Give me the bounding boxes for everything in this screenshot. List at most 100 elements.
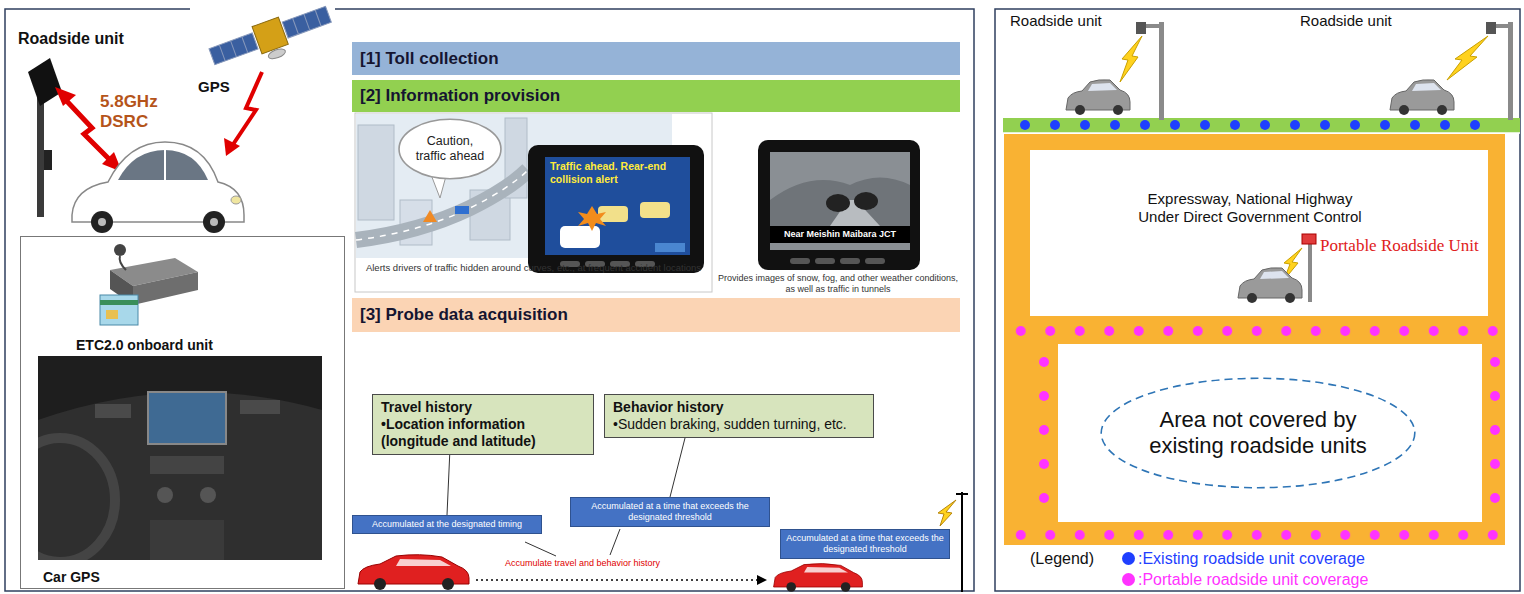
history-box: Travel history•Location information (lon… xyxy=(372,394,594,455)
car-interior-photo xyxy=(38,392,322,560)
alert-tablet xyxy=(655,243,685,252)
road-map xyxy=(1003,118,1520,545)
alert-tablet xyxy=(528,145,704,273)
onboard-device xyxy=(106,310,118,319)
gps-signal xyxy=(224,138,240,156)
dsrc-arrow xyxy=(55,87,76,106)
camera-tablet xyxy=(758,140,920,270)
vehicle-illustration xyxy=(210,218,218,226)
road-map xyxy=(1006,325,1508,337)
vehicle-illustration xyxy=(231,196,241,204)
speech-bubble: Caution, traffic ahead xyxy=(398,118,502,180)
legend-heading: (Legend) xyxy=(1030,549,1094,568)
gps-satellite xyxy=(304,14,310,30)
city-illustration xyxy=(423,210,437,222)
node-text: [1] Toll collection xyxy=(360,49,499,69)
speech-bubble-text-group: Caution, traffic ahead xyxy=(410,134,490,164)
signal-label: 5.8GHz DSRC xyxy=(100,92,175,132)
accumulation-box: Accumulated at a time that exceeds the d… xyxy=(780,529,950,559)
alert-tablet xyxy=(578,206,606,231)
vehicle-illustration xyxy=(98,218,106,226)
road-map xyxy=(1489,345,1501,515)
uncovered-area-text-group: Area not covered by existing roadside un… xyxy=(1123,407,1393,460)
alert-tablet xyxy=(560,226,600,248)
city-illustration xyxy=(455,206,469,214)
gps-satellite xyxy=(209,33,258,65)
legend-entry: :Portable roadside unit coverage xyxy=(1122,570,1368,589)
camera-tablet xyxy=(770,178,910,227)
roadside-units-map xyxy=(1486,22,1496,34)
connector-line xyxy=(447,455,450,515)
city-illustration xyxy=(358,125,394,220)
node-text: Area not covered by existing roadside un… xyxy=(1123,407,1393,460)
camera-tablet xyxy=(854,192,878,210)
camera-tablet xyxy=(758,140,920,270)
probe-antenna xyxy=(961,492,963,592)
roadside-units-map xyxy=(1120,36,1142,82)
probe-vehicles xyxy=(476,579,758,581)
panel-frame xyxy=(5,9,974,591)
accumulation-box: Accumulated at a time that exceeds the d… xyxy=(570,497,770,527)
location-caption: Near Meishin Maibara JCT xyxy=(770,228,910,241)
alert-screen: Traffic ahead. Rear-end collision alert xyxy=(545,157,690,189)
gps-signal xyxy=(224,72,262,156)
node-text: •Location information (longitude and lat… xyxy=(381,416,585,450)
car-interior-photo xyxy=(95,404,131,418)
accumulation-box: Accumulated at the designated timing xyxy=(352,515,542,534)
gps-satellite xyxy=(231,41,237,57)
uncovered-area: Area not covered by existing roadside un… xyxy=(1098,376,1418,490)
gps-satellite xyxy=(282,6,331,38)
uncovered-area-outline xyxy=(1101,378,1415,487)
legend-swatch xyxy=(1122,573,1135,586)
legend-swatch xyxy=(1122,552,1135,565)
probe-vehicles xyxy=(358,555,469,590)
roadside-units-map xyxy=(1308,240,1312,302)
onboard-device xyxy=(100,300,138,305)
road-map xyxy=(1038,345,1050,515)
probe-vehicles xyxy=(757,575,767,585)
car-interior-photo xyxy=(150,456,224,474)
gps-signal xyxy=(232,72,262,146)
roadside-units-map xyxy=(1447,36,1488,80)
city-illustration xyxy=(355,113,712,292)
speech-bubble-outline xyxy=(399,119,501,179)
road-map xyxy=(1003,132,1520,134)
car-interior-photo xyxy=(38,438,115,560)
car-interior-photo xyxy=(148,392,226,444)
node-text: [2] Information provision xyxy=(360,86,560,106)
roadside-unit-icon xyxy=(37,92,44,217)
roadside-unit-icon xyxy=(28,58,62,217)
camera-tablet xyxy=(826,194,850,212)
roadside-units-map xyxy=(1066,80,1130,115)
node-text: ETC2.0 onboard unit xyxy=(76,337,344,354)
node-text: Caution, traffic ahead xyxy=(410,134,490,164)
node-text: Travel history xyxy=(381,399,585,416)
onboard-device xyxy=(133,272,198,305)
section-band: [1] Toll collection xyxy=(352,42,960,75)
onboard-device xyxy=(114,244,126,256)
car-interior-photo xyxy=(38,356,322,560)
road-map xyxy=(1004,134,1505,545)
history-box: Behavior history•Sudden braking, sudden … xyxy=(604,394,874,438)
device-label: Portable Roadside Unit xyxy=(1320,236,1480,256)
node-text: Car GPS xyxy=(43,569,344,586)
car-interior-photo xyxy=(200,487,216,503)
alert-tablet xyxy=(640,202,670,218)
node-text: •Sudden braking, sudden turning, etc. xyxy=(613,416,865,433)
road-map xyxy=(1058,344,1482,522)
onboard-device xyxy=(120,256,126,270)
gps-satellite xyxy=(293,18,299,34)
connector-line xyxy=(670,438,685,497)
city-illustration xyxy=(356,170,528,240)
region-label: Expressway, National Highway Under Direc… xyxy=(1130,190,1370,226)
image-caption: Provides images of snow, fog, and other … xyxy=(714,273,962,295)
roadside-units-map xyxy=(1238,268,1302,303)
camera-tablet xyxy=(840,258,860,264)
probe-vehicles xyxy=(774,564,863,592)
section-band: [2] Information provision xyxy=(352,80,960,112)
legend-text: :Existing roadside unit coverage xyxy=(1138,549,1365,568)
camera-tablet xyxy=(790,258,810,264)
camera-tablet xyxy=(865,258,885,264)
node-text: Behavior history xyxy=(613,399,865,416)
